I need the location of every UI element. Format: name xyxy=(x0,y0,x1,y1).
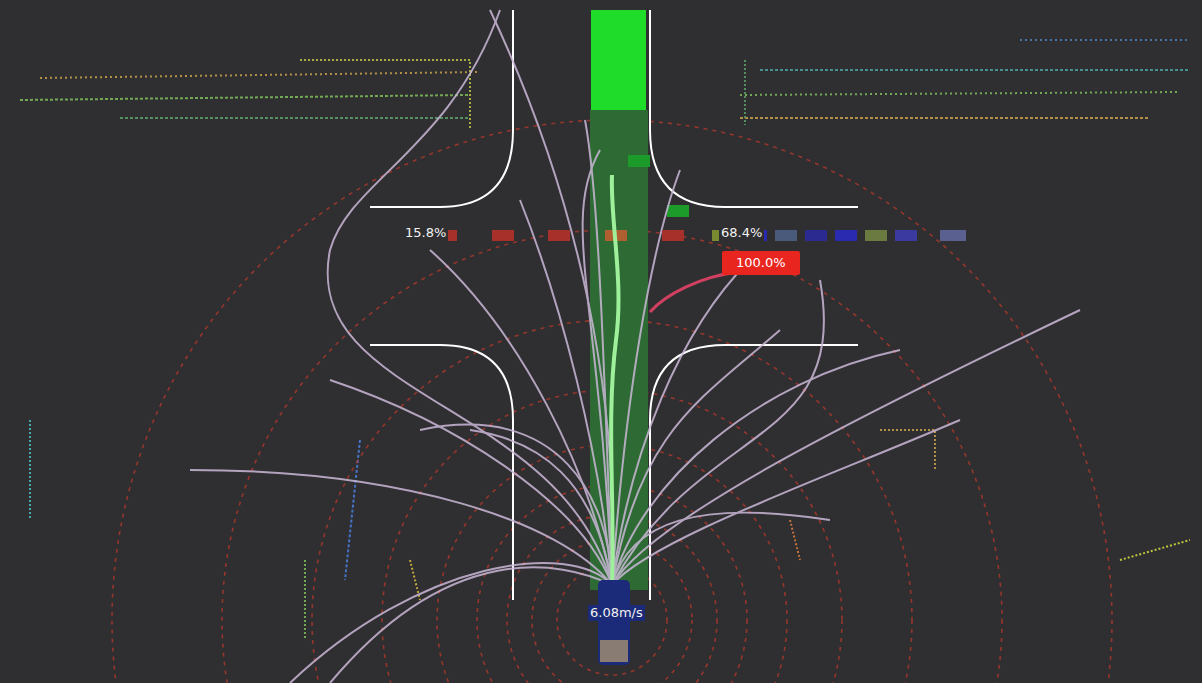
overlay-label: 15.8% xyxy=(403,225,448,241)
predicted-path xyxy=(650,272,740,312)
obstacle-box xyxy=(628,155,650,167)
candidate-paths xyxy=(190,10,1080,683)
lane-goal xyxy=(591,10,646,110)
prediction-markers xyxy=(435,230,966,241)
selected-path xyxy=(611,175,618,585)
obstacle-box xyxy=(667,205,689,217)
lane-corridor xyxy=(590,110,648,590)
lidar-rings xyxy=(112,120,1112,683)
road-edges xyxy=(370,10,858,600)
overlay-label: 6.08m/s xyxy=(588,605,645,621)
alert-box: 100.0% xyxy=(722,251,800,275)
overlay-label: 68.4% xyxy=(719,225,764,241)
ego-car xyxy=(598,580,630,665)
lidar-points xyxy=(20,40,1190,640)
ego-car-rear xyxy=(600,640,628,662)
probability-text: 100.0% xyxy=(736,255,800,271)
